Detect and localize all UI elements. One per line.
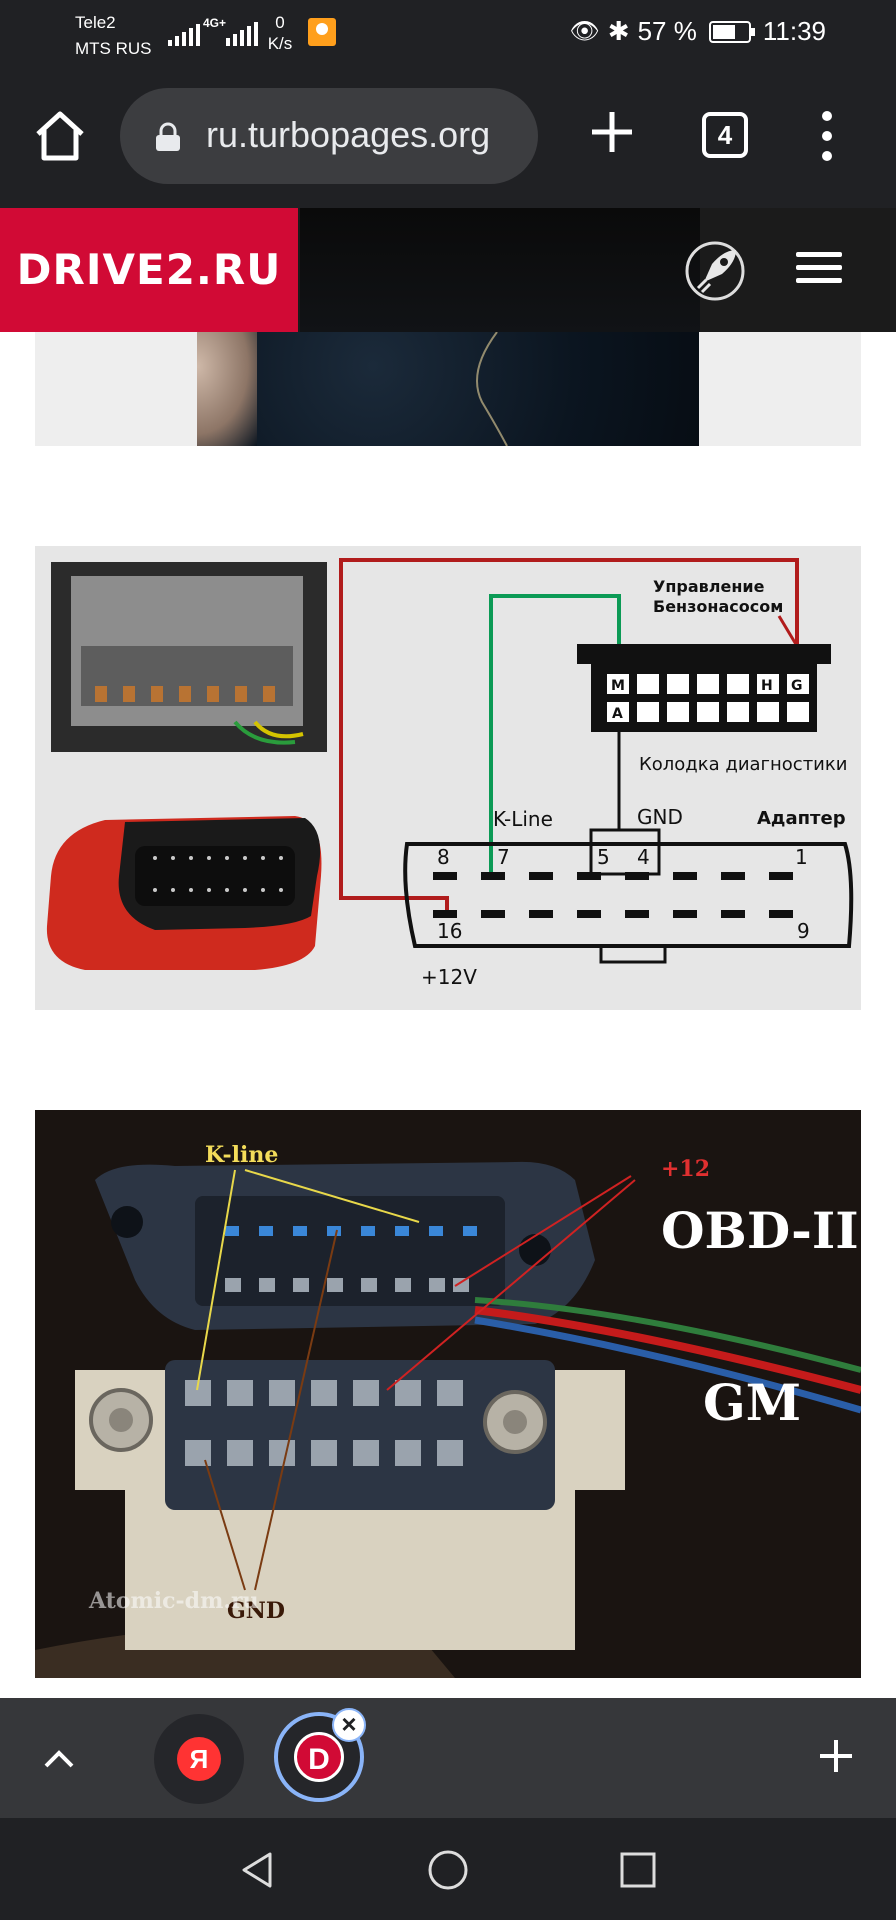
back-button[interactable] (236, 1848, 280, 1892)
lock-icon (156, 122, 180, 151)
dark-photo (197, 332, 699, 446)
pin-4: 4 (637, 845, 650, 869)
home-circle-icon (428, 1850, 468, 1890)
voltage-label: +12V (421, 965, 477, 989)
new-tab-button[interactable] (582, 102, 642, 162)
plus-icon (592, 112, 632, 152)
yandex-favicon: Я (177, 1737, 221, 1781)
address-bar[interactable]: ru.turbopages.org (120, 88, 538, 184)
system-nav-bar (0, 1818, 896, 1920)
carrier-info: Tele2 MTS RUS (75, 10, 152, 62)
plus12-label: +12 (661, 1156, 710, 1182)
home-icon (36, 111, 84, 161)
pin-letter-a: A (612, 706, 623, 722)
network-speed: 0 K/s (262, 12, 298, 54)
browser-toolbar: ru.turbopages.org 4 (0, 66, 896, 208)
signal-icon (226, 20, 258, 46)
wiring-diagram[interactable]: M H G A Управление Бензонасосом Колодка … (35, 546, 861, 1010)
url-text[interactable]: ru.turbopages.org (206, 114, 491, 155)
speed-unit: K/s (267, 34, 293, 53)
carrier-line-1: Tele2 (75, 13, 116, 32)
carrier-line-2: MTS RUS (75, 39, 152, 58)
speed-value: 0 (275, 13, 285, 32)
kline-photo-label: K-line (205, 1142, 278, 1168)
hamburger-menu-button[interactable] (796, 252, 842, 288)
diagram-svg: M H G A Управление Бензонасосом Колодка … (46, 558, 854, 989)
add-tab-button[interactable] (814, 1734, 858, 1778)
tab-yandex[interactable]: Я (154, 1714, 244, 1804)
pin-5: 5 (597, 845, 610, 869)
pin-16: 16 (437, 919, 462, 943)
status-bar: Tele2 MTS RUS 4G+ 0 K/s 👁 ✱ 57 % 11:39 (0, 0, 896, 66)
drive2-favicon: D (294, 1732, 344, 1782)
chevron-up-icon (44, 1750, 74, 1768)
eye-icon: 👁 (569, 18, 600, 45)
article-content: M H G A Управление Бензонасосом Колодка … (0, 332, 896, 1698)
obd-photo[interactable]: K-line +12 OBD-II GM GND Atomic-dm.ru (35, 1110, 861, 1678)
pin-8: 8 (437, 845, 450, 869)
pin-9: 9 (797, 919, 810, 943)
obd-photo-svg: K-line +12 OBD-II GM GND Atomic-dm.ru (35, 1110, 861, 1678)
pin-1: 1 (795, 845, 808, 869)
more-vert-icon (822, 111, 832, 161)
odnoklassniki-icon (308, 18, 336, 46)
hamburger-menu-icon (796, 252, 842, 257)
battery-icon (708, 20, 755, 43)
network-type: 4G+ (203, 16, 227, 30)
watermark: Atomic-dm.ru (88, 1588, 259, 1614)
recents-button[interactable] (618, 1850, 658, 1890)
site-header: DRIVE2.RU (0, 208, 896, 332)
back-icon (242, 1852, 272, 1888)
connector-label: Колодка диагностики (639, 754, 847, 775)
signal-icon (168, 20, 200, 46)
status-right: 👁 ✱ 57 % 11:39 (569, 16, 826, 47)
diagram-title-line1: Управление (653, 577, 765, 596)
wire-streak (476, 332, 508, 446)
pin-letter-g: G (791, 678, 803, 694)
gnd-photo-label: GND (227, 1598, 285, 1624)
adapter-label: Адаптер (757, 808, 846, 829)
diagram-title-line2: Бензонасосом (653, 597, 783, 616)
home-nav-button[interactable] (426, 1848, 470, 1892)
gnd-label: GND (637, 805, 683, 829)
finger-image (197, 332, 257, 446)
clock: 11:39 (762, 16, 826, 46)
rocket-button[interactable] (684, 240, 746, 302)
pin-letter-h: H (761, 678, 773, 694)
kline-label: K-Line (493, 807, 553, 831)
article-photo-1[interactable] (35, 332, 861, 446)
rocket-icon (685, 241, 745, 301)
more-menu-button[interactable] (810, 106, 844, 166)
battery-percent: 57 % (637, 16, 697, 46)
home-button[interactable] (30, 106, 90, 166)
close-tab-button[interactable]: × (332, 1708, 366, 1742)
pin-7: 7 (497, 845, 510, 869)
pin-letter-m: M (611, 678, 625, 694)
bluetooth-icon: ✱ (607, 16, 630, 46)
obd-label: OBD-II (661, 1201, 859, 1260)
plus-icon (820, 1740, 852, 1772)
tabs-button[interactable]: 4 (702, 112, 748, 158)
tab-strip: Я D × (0, 1698, 896, 1818)
recents-icon (620, 1852, 656, 1888)
gm-label: GM (703, 1373, 801, 1432)
expand-tabs-button[interactable] (36, 1736, 82, 1782)
site-logo[interactable]: DRIVE2.RU (0, 208, 298, 332)
header-photo (300, 208, 700, 332)
